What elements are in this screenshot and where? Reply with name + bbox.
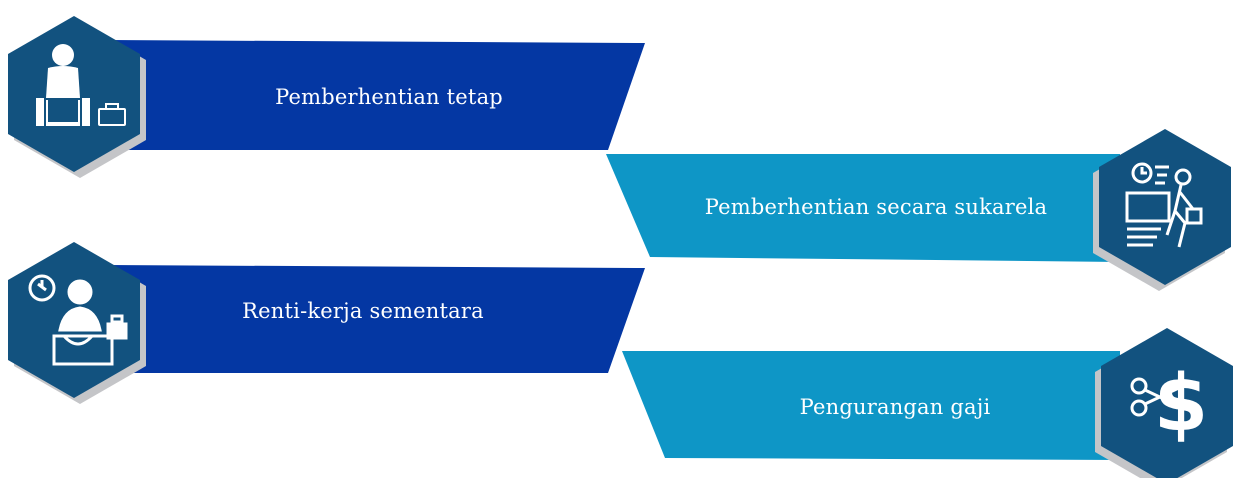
cashier-clock-icon [28,274,128,366]
banner-permanent-layoff: Pemberhentian tetap [0,0,660,170]
banner-label: Pemberhentian tetap [275,85,503,109]
hex-worker-leaving [1093,129,1235,291]
banner-voluntary-resignation: Pemberhentian secara sukarela [600,130,1246,280]
hex-cashier [8,242,146,404]
banner-salary-cut: Pengurangan gaji [600,330,1246,475]
banner-label: Pengurangan gaji [799,395,991,419]
hex-seated-worker [8,16,146,178]
worker-leaving-clock-icon [1125,162,1203,248]
svg-text:$: $ [1154,359,1208,449]
banner-label: Renti-kerja sementara [242,299,484,323]
banner-shape [606,154,1120,262]
banner-shape [110,40,645,150]
banner-shape [110,265,645,373]
banner-label: Pemberhentian secara sukarela [704,195,1048,219]
banner-temporary-layoff: Renti-kerja sementara [0,240,660,390]
hex-scissors-dollar: $ [1095,328,1239,478]
banner-shape [622,351,1120,460]
scissors-dollar-icon: $ [1130,359,1208,449]
